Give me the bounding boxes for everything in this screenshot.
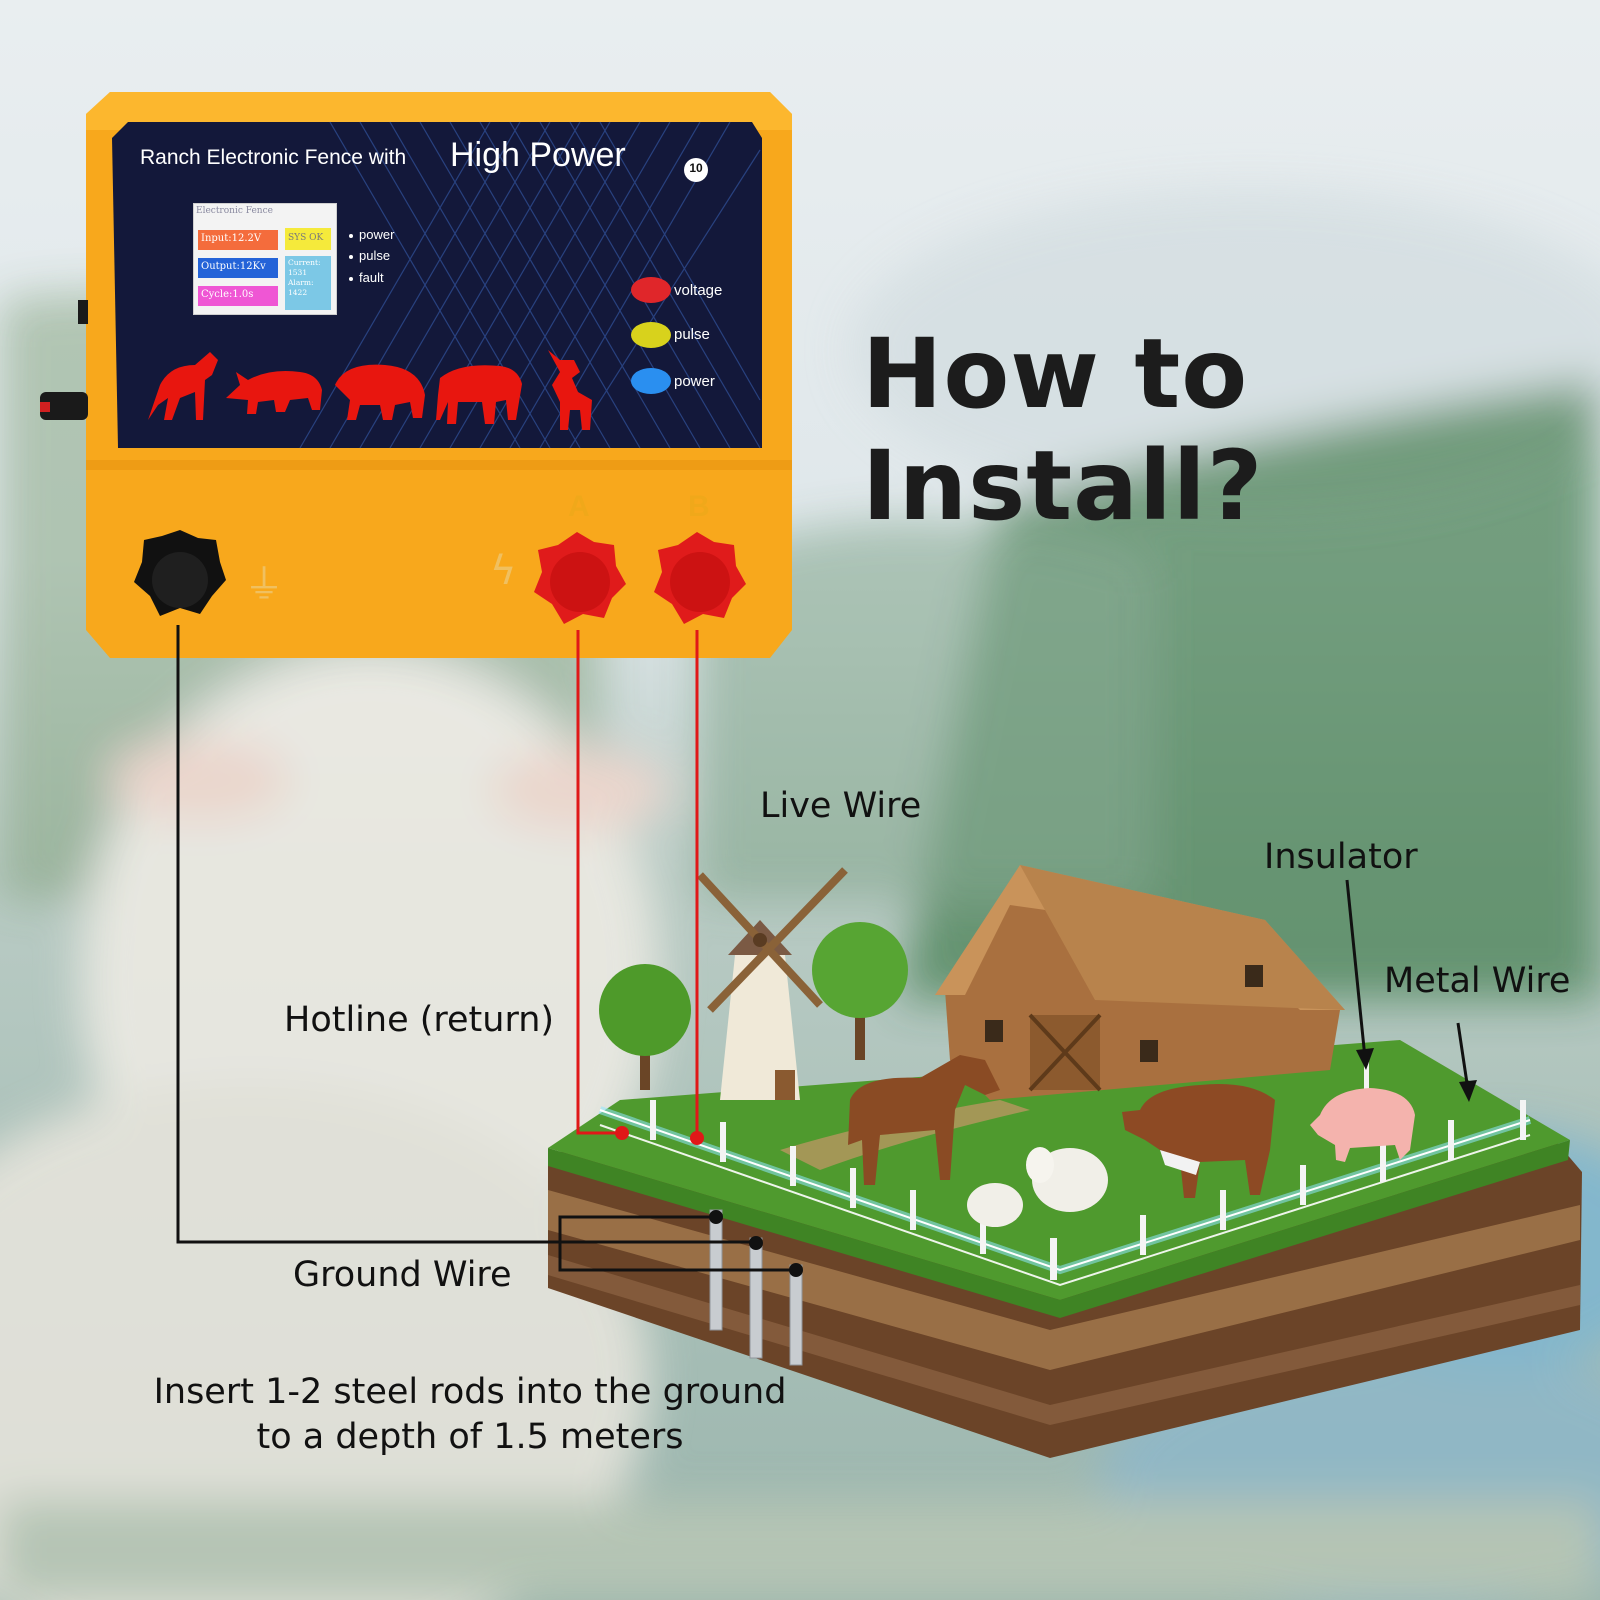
- goat-icon: [548, 350, 592, 430]
- farm-island: [548, 865, 1582, 1458]
- lcd-header: Electronic Fence: [196, 206, 273, 216]
- rhino-icon: [226, 371, 322, 414]
- ground-symbol-icon: ⏚: [244, 562, 284, 608]
- side-knob: [40, 392, 88, 420]
- badge-circle: [684, 158, 708, 182]
- steel-rod-2: [749, 1237, 763, 1359]
- side-switch: [78, 300, 88, 324]
- voltage-indicator-label: voltage: [674, 282, 723, 299]
- status-pulse-label: pulse: [359, 248, 391, 263]
- insulator-arrow: [1345, 879, 1367, 1059]
- instruction-line-2: to a depth of 1.5 meters: [256, 1417, 684, 1457]
- lcd-current-value: 1531: [288, 268, 308, 277]
- port-b-label: B: [688, 490, 710, 523]
- tree-left: [599, 964, 691, 1056]
- ground-wire-label: Ground Wire: [293, 1255, 512, 1295]
- lightning-icon: ϟ: [490, 548, 517, 594]
- live-wire-label: Live Wire: [760, 786, 922, 826]
- steel-rod-3: [789, 1264, 803, 1366]
- page-title: How to Install?: [862, 318, 1264, 542]
- status-fault-label: fault: [359, 270, 384, 285]
- ground-wire-line: [176, 625, 716, 1244]
- horse-icon: [148, 352, 218, 420]
- lamb-animal: [967, 1183, 1023, 1227]
- lcd-input: Input:12.2V: [198, 230, 278, 250]
- insulator-label: Insulator: [1264, 837, 1418, 877]
- version-badge: 10: [689, 161, 703, 175]
- windmill-icon: [720, 955, 800, 1100]
- voltage-light: [631, 277, 671, 303]
- lcd-status: SYS OK: [285, 228, 331, 250]
- lcd-cycle: Cycle:1.0s: [198, 286, 278, 306]
- lcd-screen: Electronic Fence Input:12.2V Output:12Kv…: [193, 203, 337, 315]
- pulse-indicator-label: pulse: [674, 326, 710, 343]
- lcd-current-label: Current:: [288, 258, 321, 267]
- live-wire-line: [576, 630, 622, 1135]
- status-power-label: power: [359, 227, 395, 242]
- pig-animal: [1310, 1088, 1415, 1162]
- cow-icon: [436, 365, 522, 424]
- lcd-alarm-label: Alarm:: [288, 278, 314, 287]
- metal-wire-label: Metal Wire: [1384, 961, 1571, 1001]
- brand-text: Ranch Electronic Fence with: [140, 146, 407, 169]
- instruction-text: Insert 1-2 steel rods into the ground to…: [130, 1370, 810, 1460]
- power-light: [631, 368, 671, 394]
- power-indicator-label: power: [674, 373, 715, 390]
- lcd-readings: Current: 1531 Alarm: 1422: [285, 256, 331, 310]
- metal-wire-arrow: [1456, 1022, 1470, 1091]
- hotline-label: Hotline (return): [284, 1000, 555, 1040]
- pulse-light: [631, 322, 671, 348]
- horse-animal: [848, 1055, 1000, 1185]
- lcd-alarm-value: 1422: [288, 288, 308, 297]
- lcd-output: Output:12Kv: [198, 258, 278, 278]
- brand-emphasis: High Power: [450, 136, 626, 174]
- instruction-line-1: Insert 1-2 steel rods into the ground: [153, 1372, 787, 1412]
- boar-icon: [335, 364, 425, 420]
- port-a-label: A: [568, 490, 590, 523]
- wiring: [176, 625, 1477, 1277]
- tree-right: [812, 922, 908, 1018]
- cow-animal: [1122, 1084, 1275, 1198]
